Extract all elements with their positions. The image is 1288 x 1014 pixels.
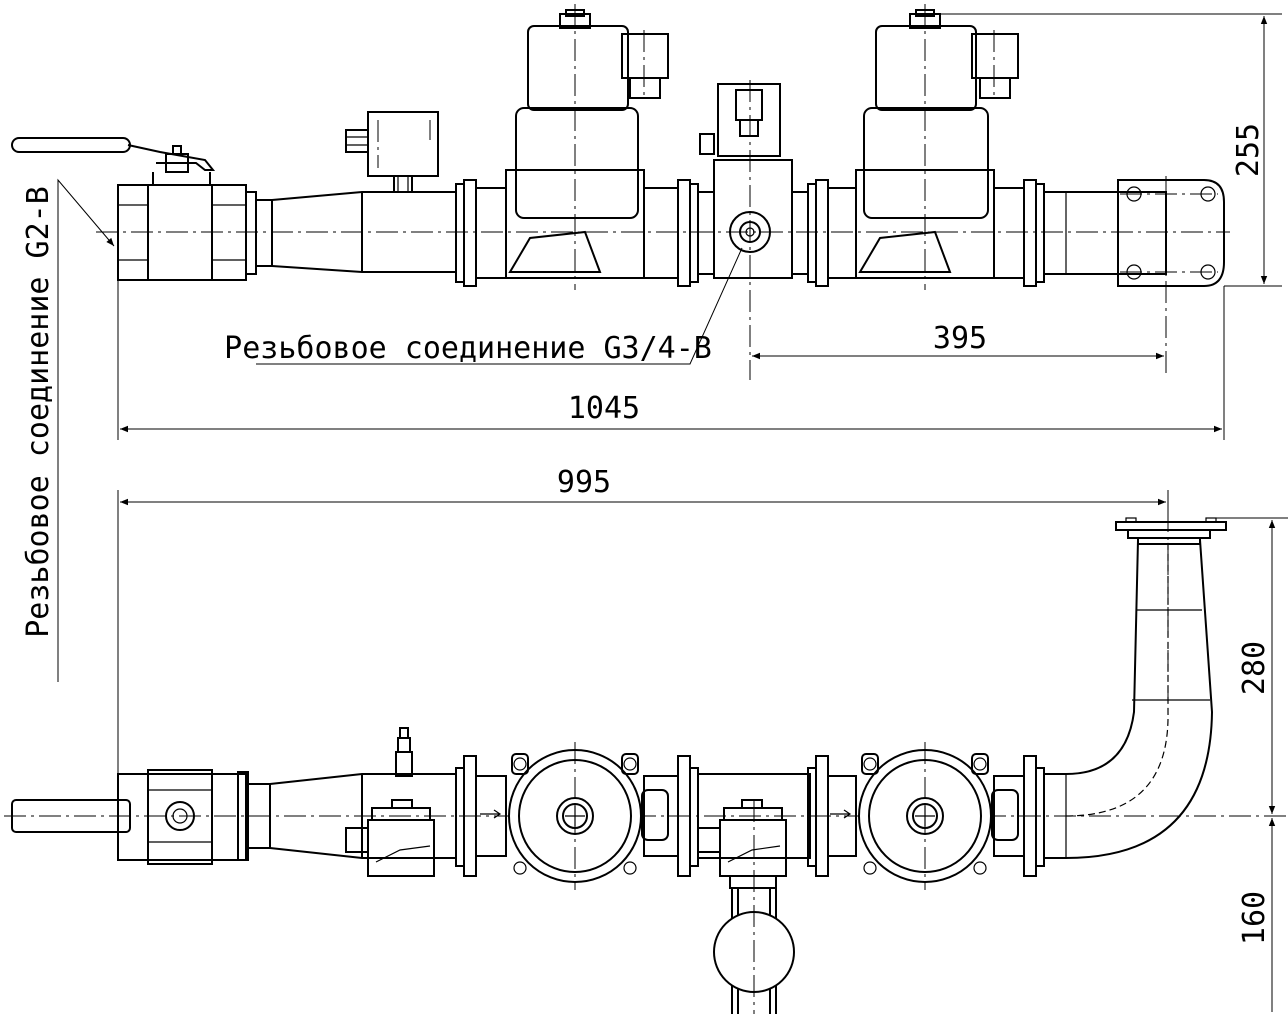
junction-box-front <box>345 799 435 877</box>
dim-280-label: 280 <box>1237 641 1272 695</box>
ball-valve-front <box>11 769 271 865</box>
dim-995-label: 995 <box>557 465 611 500</box>
top-view <box>11 4 1230 380</box>
dim-255-label: 255 <box>1231 123 1266 177</box>
dim-160-label: 160 <box>1237 891 1272 945</box>
top-dimensions <box>57 13 1282 682</box>
outlet-flange-top <box>1043 176 1225 376</box>
outlet-elbow-front <box>1044 510 1227 859</box>
gauge-port-block-front <box>697 773 811 1014</box>
inlet-thread-label: Резьбовое соединение G2-B <box>21 186 56 638</box>
front-view <box>4 510 1288 1014</box>
dim-1045-label: 1045 <box>568 391 640 426</box>
gauge-port-block-top <box>697 80 809 380</box>
gauge-thread-label: Резьбовое соединение G3/4-B <box>224 331 712 366</box>
dim-395-label: 395 <box>933 321 987 356</box>
junction-box-top <box>345 111 439 193</box>
ball-valve-top <box>11 137 273 281</box>
test-nipple-front <box>395 727 413 777</box>
solenoid-valve-1-front <box>480 742 669 890</box>
solenoid-valve-2-front <box>830 742 1019 890</box>
front-dimensions <box>117 490 1288 1012</box>
